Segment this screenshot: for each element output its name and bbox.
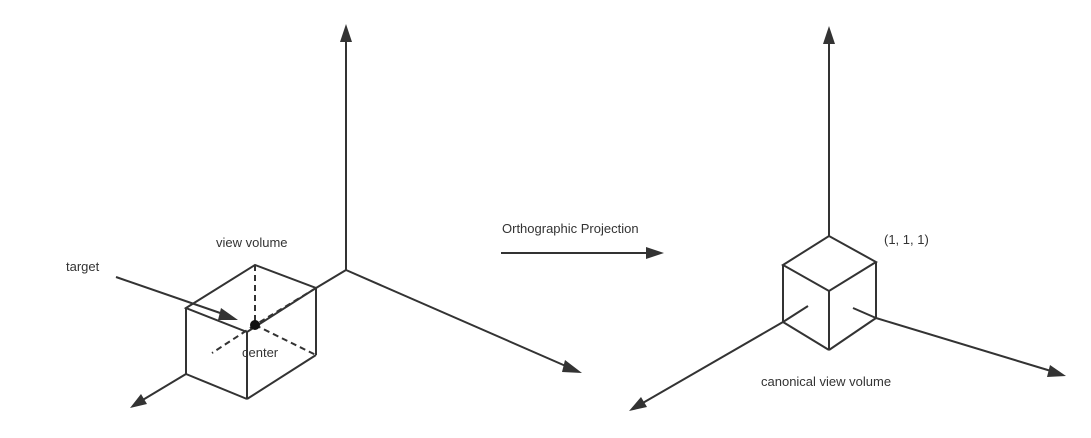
canonical-bottom-left <box>782 321 830 351</box>
view-volume-hidden-depth <box>254 324 317 356</box>
right-x-axis-arrowhead <box>1047 365 1066 377</box>
target-arrowhead <box>218 308 238 320</box>
canonical-bottom-right <box>828 317 877 351</box>
right-z-axis-arrowhead <box>629 397 647 411</box>
right-z-axis <box>640 321 784 405</box>
center-label: center <box>242 345 279 360</box>
canonical-label: canonical view volume <box>761 374 891 389</box>
view-volume-box <box>183 263 319 400</box>
right-x-axis <box>875 317 1052 372</box>
view-volume-label: view volume <box>216 235 288 250</box>
view-volume-top-face <box>183 263 319 334</box>
canonical-top-face <box>781 234 878 293</box>
left-z-axis <box>140 373 187 402</box>
left-scene: view volume target center <box>66 24 582 408</box>
left-y-axis-arrowhead <box>340 24 352 42</box>
right-y-axis-arrowhead <box>823 26 835 44</box>
target-label: target <box>66 259 100 274</box>
view-volume-hidden-axis-lower <box>211 324 256 354</box>
projection-arrow-group: Orthographic Projection <box>501 221 664 259</box>
right-x-axis-inner <box>852 307 877 319</box>
left-z-axis-arrowhead <box>130 394 147 408</box>
projection-label: Orthographic Projection <box>502 221 639 236</box>
left-x-axis <box>345 269 569 368</box>
right-z-axis-inner <box>782 305 809 323</box>
view-volume-hidden-axis <box>254 287 317 326</box>
right-scene: (1, 1, 1) canonical view volume <box>629 26 1066 411</box>
corner-label: (1, 1, 1) <box>884 232 929 247</box>
right-axes <box>629 26 1066 411</box>
target-arrow <box>115 276 227 316</box>
left-z-axis-outer <box>315 269 347 289</box>
view-volume-bottom-left <box>185 373 248 400</box>
left-x-axis-arrowhead <box>562 360 582 373</box>
center-point <box>250 320 260 330</box>
left-axes <box>130 24 582 408</box>
projection-arrowhead <box>646 247 664 259</box>
canonical-box <box>781 234 878 351</box>
view-volume-bottom-right <box>246 354 317 400</box>
